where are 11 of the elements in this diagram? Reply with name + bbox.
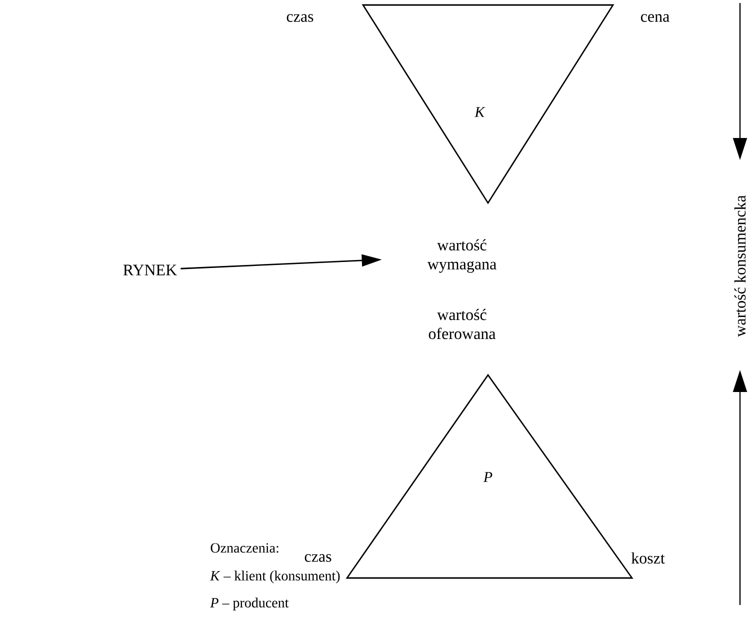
axis-label: wartość konsumencka <box>734 195 746 337</box>
vertex-label: koszt <box>631 552 665 564</box>
vertex-label: czas <box>286 14 314 22</box>
legend-text: K – klient (konsument) <box>210 570 340 584</box>
legend-text: P – producent <box>210 598 289 610</box>
text-label: RYNEK <box>123 264 177 276</box>
vertex-label: cena <box>640 14 670 22</box>
vertex-label: wartość oferowana <box>428 308 496 340</box>
legend-text: Oznaczenia: <box>210 543 278 553</box>
vertex-label: czas <box>304 554 332 562</box>
text-label: wartość wymagana <box>427 239 496 273</box>
